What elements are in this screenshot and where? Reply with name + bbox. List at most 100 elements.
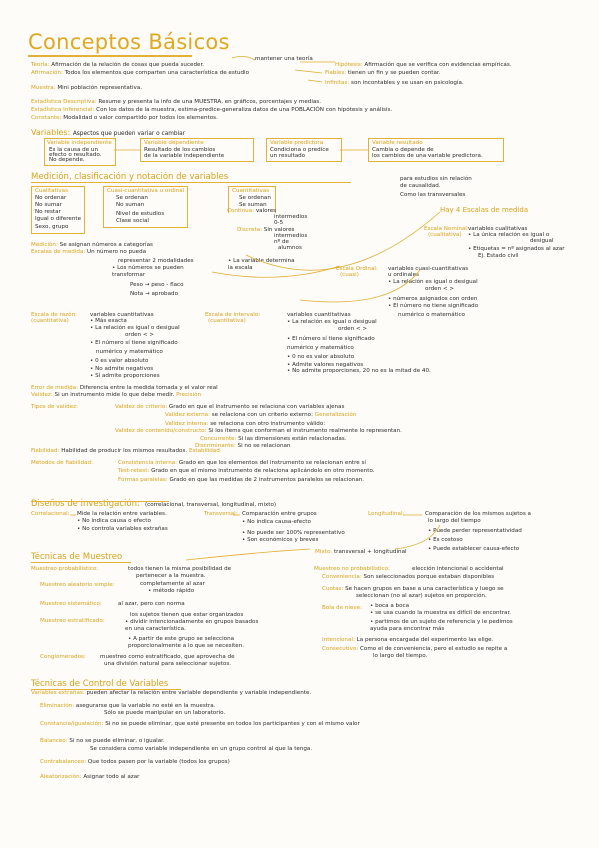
box-line: No ordenar: [35, 195, 67, 201]
box-title: Variable resultado: [372, 140, 423, 146]
box-line: Nivel de estudios: [116, 211, 165, 217]
box-title: Cuantitativas: [232, 188, 270, 194]
bola-3: • partimos de un sujeto de referencia y …: [370, 619, 513, 625]
transversal-2: • No indica causa-efecto: [242, 519, 311, 525]
representar-4: Peso → peso - flaco: [130, 282, 184, 288]
razon-6: numérico y matemático: [96, 349, 163, 355]
cuotas-2: seleccionan (no al azar) sujetos en prop…: [356, 593, 487, 599]
balanceo-2: Se considera como variable independiente…: [90, 746, 313, 752]
continua-val-3: 0-5: [274, 220, 284, 226]
muestra-line: Muestra: Mini población representativa.: [31, 85, 143, 91]
razon-sub: (cuantitativa): [31, 318, 69, 324]
nominal-1: variables cualitativas: [468, 226, 528, 232]
muestreo-underline: [31, 562, 131, 563]
tipos-label: Tipos de validez:: [31, 404, 78, 410]
ordinal-6: • El número no tiene significado: [388, 303, 479, 309]
bola-1: • boca a boca: [370, 603, 410, 609]
discreta-line: Discreta: Sin valores: [237, 227, 295, 233]
intervalo-5: numérico y matemático: [287, 345, 354, 351]
externa-line: Validez externa: se relaciona con un cri…: [165, 412, 357, 418]
escalas-line: Escalas de medida: Un número no pueda: [31, 249, 147, 255]
box-cuasi: Cuasi-cuantitativa u ordinal Se ordenan …: [103, 186, 188, 228]
cuotas-line: Cuotas: Se hacen grupos en base a una ca…: [322, 586, 504, 592]
sistematico-1: al azar, pero con norma: [118, 601, 185, 607]
paralelas-line: Formas paralelas: Grado en que las medid…: [118, 477, 365, 483]
razon-1: variables cuantitativas: [90, 312, 154, 318]
contenido-line: Validez de contenido/constructo: Si los …: [115, 428, 402, 434]
box-line: un resultado: [270, 153, 306, 159]
discreta-val-3: nº de: [274, 239, 289, 245]
nominal-label: Escala Nominal:: [424, 226, 469, 232]
constante-line: Constante: Modalidad o valor compartido …: [31, 115, 218, 121]
estudios-note-1: para estudios sin relación: [400, 176, 472, 182]
box-line: de la variable independiente: [144, 153, 225, 159]
aleatorio-2: • método rápido: [148, 588, 195, 594]
box-line: efecto o resultado.: [49, 152, 102, 158]
validez-line: Validez: Si un instrumento mide lo que d…: [31, 392, 202, 398]
sistematico-label: Muestreo sistemático:: [40, 601, 102, 607]
razon-7: • 0 es valor absoluto: [90, 358, 149, 364]
intervalo-3: orden < >: [338, 326, 368, 332]
noprob-label: Muestreo no probabilístico:: [314, 566, 390, 572]
bola-4: ayuda para encontrar más: [370, 626, 445, 632]
medicion-underline: [31, 182, 351, 183]
metodos-label: Métodos de fiabilidad:: [31, 460, 93, 466]
box-line: No restar: [35, 209, 61, 215]
discreta-val-4: alumnos: [278, 245, 302, 251]
correlacional-2: • No indica causa o efecto: [77, 518, 151, 524]
razon-label: Escala de razón:: [31, 312, 77, 318]
nominal-2: • La única relación es igual o: [468, 232, 550, 238]
conglomerados-2: una división natural para seleccionar su…: [104, 661, 232, 667]
transversal-3: • No puede ser 100% representativo: [242, 530, 345, 536]
hipotesis-line: Hipótesis: Afirmación que se verifica co…: [335, 62, 512, 68]
conglomerados-label: Conglomerados:: [40, 654, 86, 660]
box-line: Condiciona o predice: [270, 147, 329, 153]
concurrente-line: Concurrente: Si las dimensiones están re…: [200, 436, 347, 442]
intencional-line: Intencional: La persona encargada del ex…: [322, 637, 494, 643]
fiables-line: Fiables: tienen un fin y se pueden conta…: [325, 70, 441, 76]
box-line: Sexo, grupo: [35, 224, 69, 230]
intervalo-8: • No admite proporciones, 20 no es la mi…: [287, 368, 431, 374]
variables-line: Variables: Aspectos que pueden variar o …: [31, 128, 186, 137]
transversal-label: Transversal:: [204, 511, 238, 517]
page-title: Conceptos Básicos: [28, 30, 230, 54]
bola-2: • se usa cuando la muestra es difícil de…: [370, 610, 512, 616]
criterio-line: Validez de criterio: Grado en que el ins…: [115, 404, 345, 410]
transversal-4: • Son económicos y breves: [242, 537, 319, 543]
razon-9: • Sí admite proporciones: [90, 373, 160, 379]
longitudinal-4: • Es costoso: [428, 537, 463, 543]
error-line: Error de medida: Diferencia entre la med…: [31, 385, 218, 391]
correlacional-label: Correlacional:: [31, 511, 70, 517]
medicion-heading: Medición, clasificación y notación de va…: [31, 172, 229, 182]
box-line: los cambios de una variable predictora.: [372, 153, 483, 159]
control-underline: [31, 689, 181, 690]
longitudinal-3: • Puede perder representatividad: [428, 528, 522, 534]
intervalo-label: Escala de intervalo:: [205, 312, 261, 318]
estudios-note-3: Como las transversales: [400, 192, 466, 198]
continua-val-2: intermedios: [274, 214, 308, 220]
prob-2: pertenecer a la muestra.: [136, 573, 206, 579]
representar-3: transformar: [112, 272, 146, 278]
discriminante-line: Discriminante: Si no se relacionan: [195, 443, 291, 449]
estratificado-label: Muestreo estratificado:: [40, 618, 105, 624]
eliminacion-2: Sólo se puede manipular en un laboratori…: [104, 710, 226, 716]
estudios-note-2: de causalidad.: [400, 183, 441, 189]
longitudinal-2: lo largo del tiempo: [428, 518, 481, 524]
nominal-3: desigual: [530, 238, 554, 244]
noprob-1: elección intencional o accidental: [412, 566, 504, 572]
razon-4: orden < >: [125, 332, 155, 338]
box-title: Variable independiente: [47, 140, 112, 146]
representar-5: Nota → aprobado: [130, 291, 179, 297]
nominal-sub: (cualitativa): [428, 232, 462, 238]
intervalo-sub: (cuantitativa): [208, 318, 246, 324]
estratificado-2: • dividir intencionadamente en grupos ba…: [125, 619, 259, 625]
box-line: Resultado de los cambios: [144, 147, 216, 153]
box-cualitativas: Cualitativas No ordenar No sumar No rest…: [31, 186, 85, 234]
box-line: Se suman: [239, 202, 267, 208]
razon-8: • No admite negativos: [90, 366, 154, 372]
nominal-4: • Etiquetas = nº asignados al azar: [468, 246, 565, 252]
razon-5: • El número sí tiene significado: [90, 340, 178, 346]
transversal-1: Comparación entre grupos: [242, 511, 317, 517]
discreta-val-2: intermedios: [274, 233, 308, 239]
title-underline: [28, 55, 192, 57]
